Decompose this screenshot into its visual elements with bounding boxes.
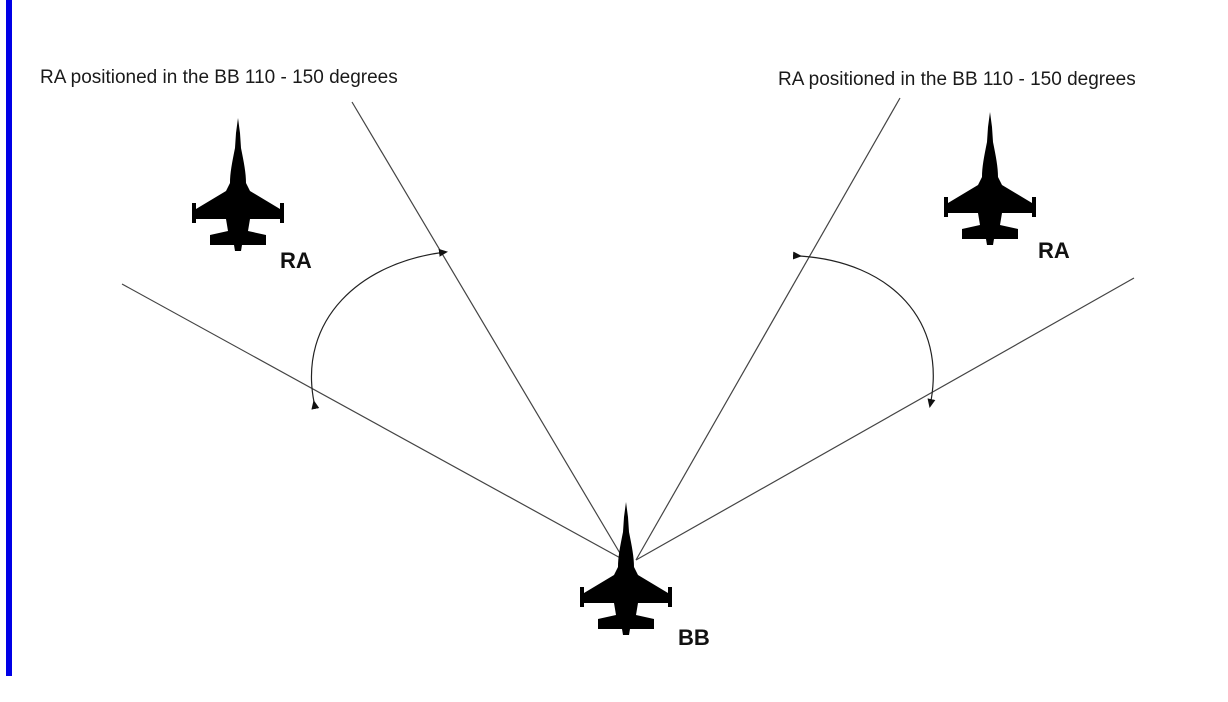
left-border	[6, 0, 12, 676]
left-ra-label: RA	[280, 248, 312, 273]
right-caption: RA positioned in the BB 110 - 150 degree…	[778, 69, 1136, 90]
right-inner-line	[635, 97, 901, 561]
bb-label: BB	[678, 625, 710, 650]
right-ra-aircraft: RA	[944, 112, 1070, 263]
left-inner-line	[351, 101, 625, 561]
fighter-jet-icon	[944, 112, 1036, 245]
left-outer-line	[121, 283, 625, 561]
right-outer-line	[635, 277, 1135, 561]
fighter-jet-icon	[192, 118, 284, 251]
right-angle-arc	[792, 251, 936, 408]
right-ra-label: RA	[1038, 238, 1070, 263]
left-caption: RA positioned in the BB 110 - 150 degree…	[40, 67, 398, 88]
left-ra-aircraft: RA	[192, 118, 312, 273]
left-angle-arc	[310, 248, 448, 410]
bb-aircraft: BB	[580, 502, 710, 650]
